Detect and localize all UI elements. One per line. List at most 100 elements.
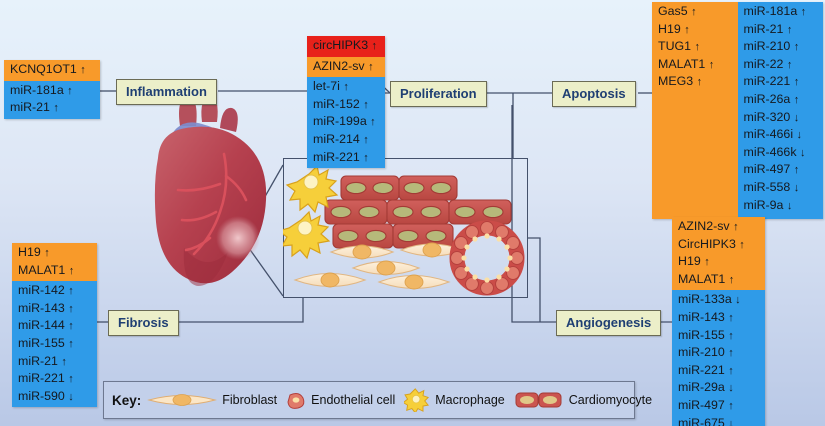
legend-title: Key: — [112, 392, 142, 408]
up-arrow-icon: ↑ — [733, 221, 739, 233]
gene-entry: miR-26a ↑ — [743, 92, 800, 107]
gene-entry: miR-210 ↑ — [743, 39, 800, 54]
apoptosis-left-column: Gas5 ↑ H19 ↑ TUG1 ↑ MALAT1 ↑ MEG3 ↑ let-… — [652, 2, 738, 220]
gene-entry: miR-143 ↑ — [18, 300, 74, 315]
up-arrow-icon: ↑ — [68, 302, 74, 315]
gene-entry: miR-221 ↑ — [313, 149, 369, 164]
lncrna-segment: Gas5 ↑ H19 ↑ TUG1 ↑ MALAT1 ↑ MEG3 ↑ — [652, 2, 738, 220]
gene-entry: miR-497 ↑ — [678, 398, 734, 413]
gene-box-proliferation[interactable]: circHIPK3 ↑ AZIN2-sv ↑ let-7i ↑ miR-152 … — [307, 36, 385, 169]
gene-entry: Gas5 ↑ — [658, 4, 697, 18]
gene-entry: miR-155 ↑ — [18, 336, 74, 351]
gene-entry: miR-221 ↑ — [678, 362, 734, 377]
process-label-apoptosis[interactable]: Apoptosis — [552, 81, 636, 107]
infarct-zone — [216, 216, 260, 260]
legend-label: Endothelial cell — [311, 393, 396, 407]
gene-entry: miR-22 ↑ — [743, 56, 793, 71]
gene-entry: MALAT1 ↑ — [18, 262, 75, 277]
up-arrow-icon: ↑ — [793, 164, 800, 177]
gene-entry: CircHIPK3 ↑ — [678, 236, 745, 251]
gene-entry: KCNQ1OT1 ↑ — [10, 62, 86, 76]
mirna-segment: let-7i ↑ miR-152 ↑ miR-199a ↑ miR-214 ↑ … — [307, 77, 385, 169]
up-arrow-icon: ↑ — [696, 76, 703, 89]
mirna-segment: miR-181a ↑ miR-21 ↑ — [4, 80, 100, 119]
up-arrow-icon: ↑ — [684, 23, 690, 36]
process-label-proliferation[interactable]: Proliferation — [390, 81, 487, 107]
up-arrow-icon: ↑ — [363, 98, 369, 111]
up-arrow-icon: ↑ — [704, 256, 710, 269]
up-arrow-icon: ↑ — [370, 116, 376, 129]
down-arrow-icon: ↓ — [786, 199, 793, 212]
heart-icon — [154, 96, 267, 286]
gene-entry: miR-466k ↓ — [743, 144, 806, 159]
process-label-inflammation[interactable]: Inflammation — [116, 79, 217, 105]
up-arrow-icon: ↑ — [708, 58, 715, 71]
macrophage-icon — [404, 388, 430, 412]
up-arrow-icon: ↑ — [728, 400, 734, 413]
lncrna-segment: AZIN2-sv ↑ CircHIPK3 ↑ H19 ↑ MALAT1 ↑ — [672, 217, 765, 291]
process-label-fibrosis[interactable]: Fibrosis — [108, 310, 179, 336]
endothelial-cell-icon — [287, 393, 305, 409]
gene-entry: miR-221 ↑ — [18, 371, 74, 386]
circrna-segment: circHIPK3 ↑ — [307, 36, 385, 57]
cardiomyocyte-icon — [515, 392, 562, 408]
gene-entry: miR-9a ↓ — [743, 197, 793, 212]
gene-entry: miR-181a ↑ — [10, 82, 73, 97]
down-arrow-icon: ↓ — [793, 111, 800, 124]
gene-entry: miR-144 ↑ — [18, 318, 74, 333]
gene-entry: miR-21 ↑ — [743, 21, 793, 36]
mirna-segment: miR-142 ↑ miR-143 ↑ miR-144 ↑ miR-155 ↑ … — [12, 281, 97, 408]
up-arrow-icon: ↑ — [793, 41, 800, 54]
up-arrow-icon: ↑ — [68, 320, 74, 333]
lncrna-segment: KCNQ1OT1 ↑ — [4, 60, 100, 81]
down-arrow-icon: ↓ — [735, 294, 741, 307]
gene-entry: TUG1 ↑ — [658, 39, 701, 54]
mirna-segment: miR-133a ↓ miR-143 ↑ miR-155 ↑ miR-210 ↑… — [672, 290, 765, 426]
up-arrow-icon: ↑ — [786, 23, 793, 36]
legend-item-endothelial-cell: Endothelial cell — [286, 390, 395, 410]
up-arrow-icon: ↑ — [371, 40, 378, 52]
down-arrow-icon: ↓ — [68, 390, 74, 403]
legend-item-fibroblast: Fibroblast — [147, 390, 277, 410]
gene-box-fibrosis[interactable]: H19 ↑ MALAT1 ↑ miR-142 ↑ miR-143 ↑ miR-1… — [12, 243, 97, 408]
up-arrow-icon: ↑ — [80, 64, 86, 76]
lncrna-segment: AZIN2-sv ↑ — [307, 56, 385, 78]
up-arrow-icon: ↑ — [728, 364, 734, 377]
up-arrow-icon: ↑ — [728, 273, 735, 286]
down-arrow-icon: ↓ — [796, 129, 803, 142]
down-arrow-icon: ↓ — [793, 182, 800, 195]
gene-entry: miR-214 ↑ — [313, 132, 369, 147]
gene-entry: AZIN2-sv ↑ — [678, 219, 739, 233]
gene-box-inflammation[interactable]: KCNQ1OT1 ↑ miR-181a ↑ miR-21 ↑ — [4, 60, 100, 119]
lncrna-segment: H19 ↑ MALAT1 ↑ — [12, 243, 97, 282]
gene-entry: miR-21 ↑ — [10, 100, 59, 115]
up-arrow-icon: ↑ — [691, 6, 697, 18]
gene-entry: miR-181a ↑ — [743, 4, 807, 18]
gene-entry: miR-142 ↑ — [18, 283, 74, 298]
gene-entry: let-7i ↑ — [313, 79, 349, 94]
gene-entry: miR-466i ↓ — [743, 127, 803, 142]
gene-entry: miR-497 ↑ — [743, 162, 800, 177]
gene-entry: miR-199a ↑ — [313, 114, 376, 129]
up-arrow-icon: ↑ — [68, 285, 74, 298]
legend-label: Macrophage — [435, 393, 505, 407]
gene-entry: miR-210 ↑ — [678, 345, 734, 360]
down-arrow-icon: ↓ — [728, 382, 734, 395]
up-arrow-icon: ↑ — [793, 94, 800, 107]
down-arrow-icon: ↓ — [799, 146, 806, 159]
up-arrow-icon: ↑ — [67, 84, 73, 97]
gene-entry: miR-155 ↑ — [678, 327, 734, 342]
gene-box-angiogenesis[interactable]: AZIN2-sv ↑ CircHIPK3 ↑ H19 ↑ MALAT1 ↑ mi… — [672, 217, 765, 426]
myocardium-cell-panel-frame — [283, 158, 528, 298]
gene-entry: miR-221 ↑ — [743, 74, 800, 89]
process-label-angiogenesis[interactable]: Angiogenesis — [556, 310, 662, 336]
legend-item-macrophage: Macrophage — [404, 388, 505, 412]
gene-entry: miR-320 ↓ — [743, 109, 800, 124]
up-arrow-icon: ↑ — [694, 41, 701, 54]
legend-label: Cardiomyocyte — [568, 393, 653, 407]
gene-entry: circHIPK3 ↑ — [313, 38, 378, 52]
gene-box-apoptosis[interactable]: Gas5 ↑ H19 ↑ TUG1 ↑ MALAT1 ↑ MEG3 ↑ let-… — [652, 2, 823, 220]
gene-entry: H19 ↑ — [658, 21, 690, 36]
up-arrow-icon: ↑ — [68, 338, 74, 351]
